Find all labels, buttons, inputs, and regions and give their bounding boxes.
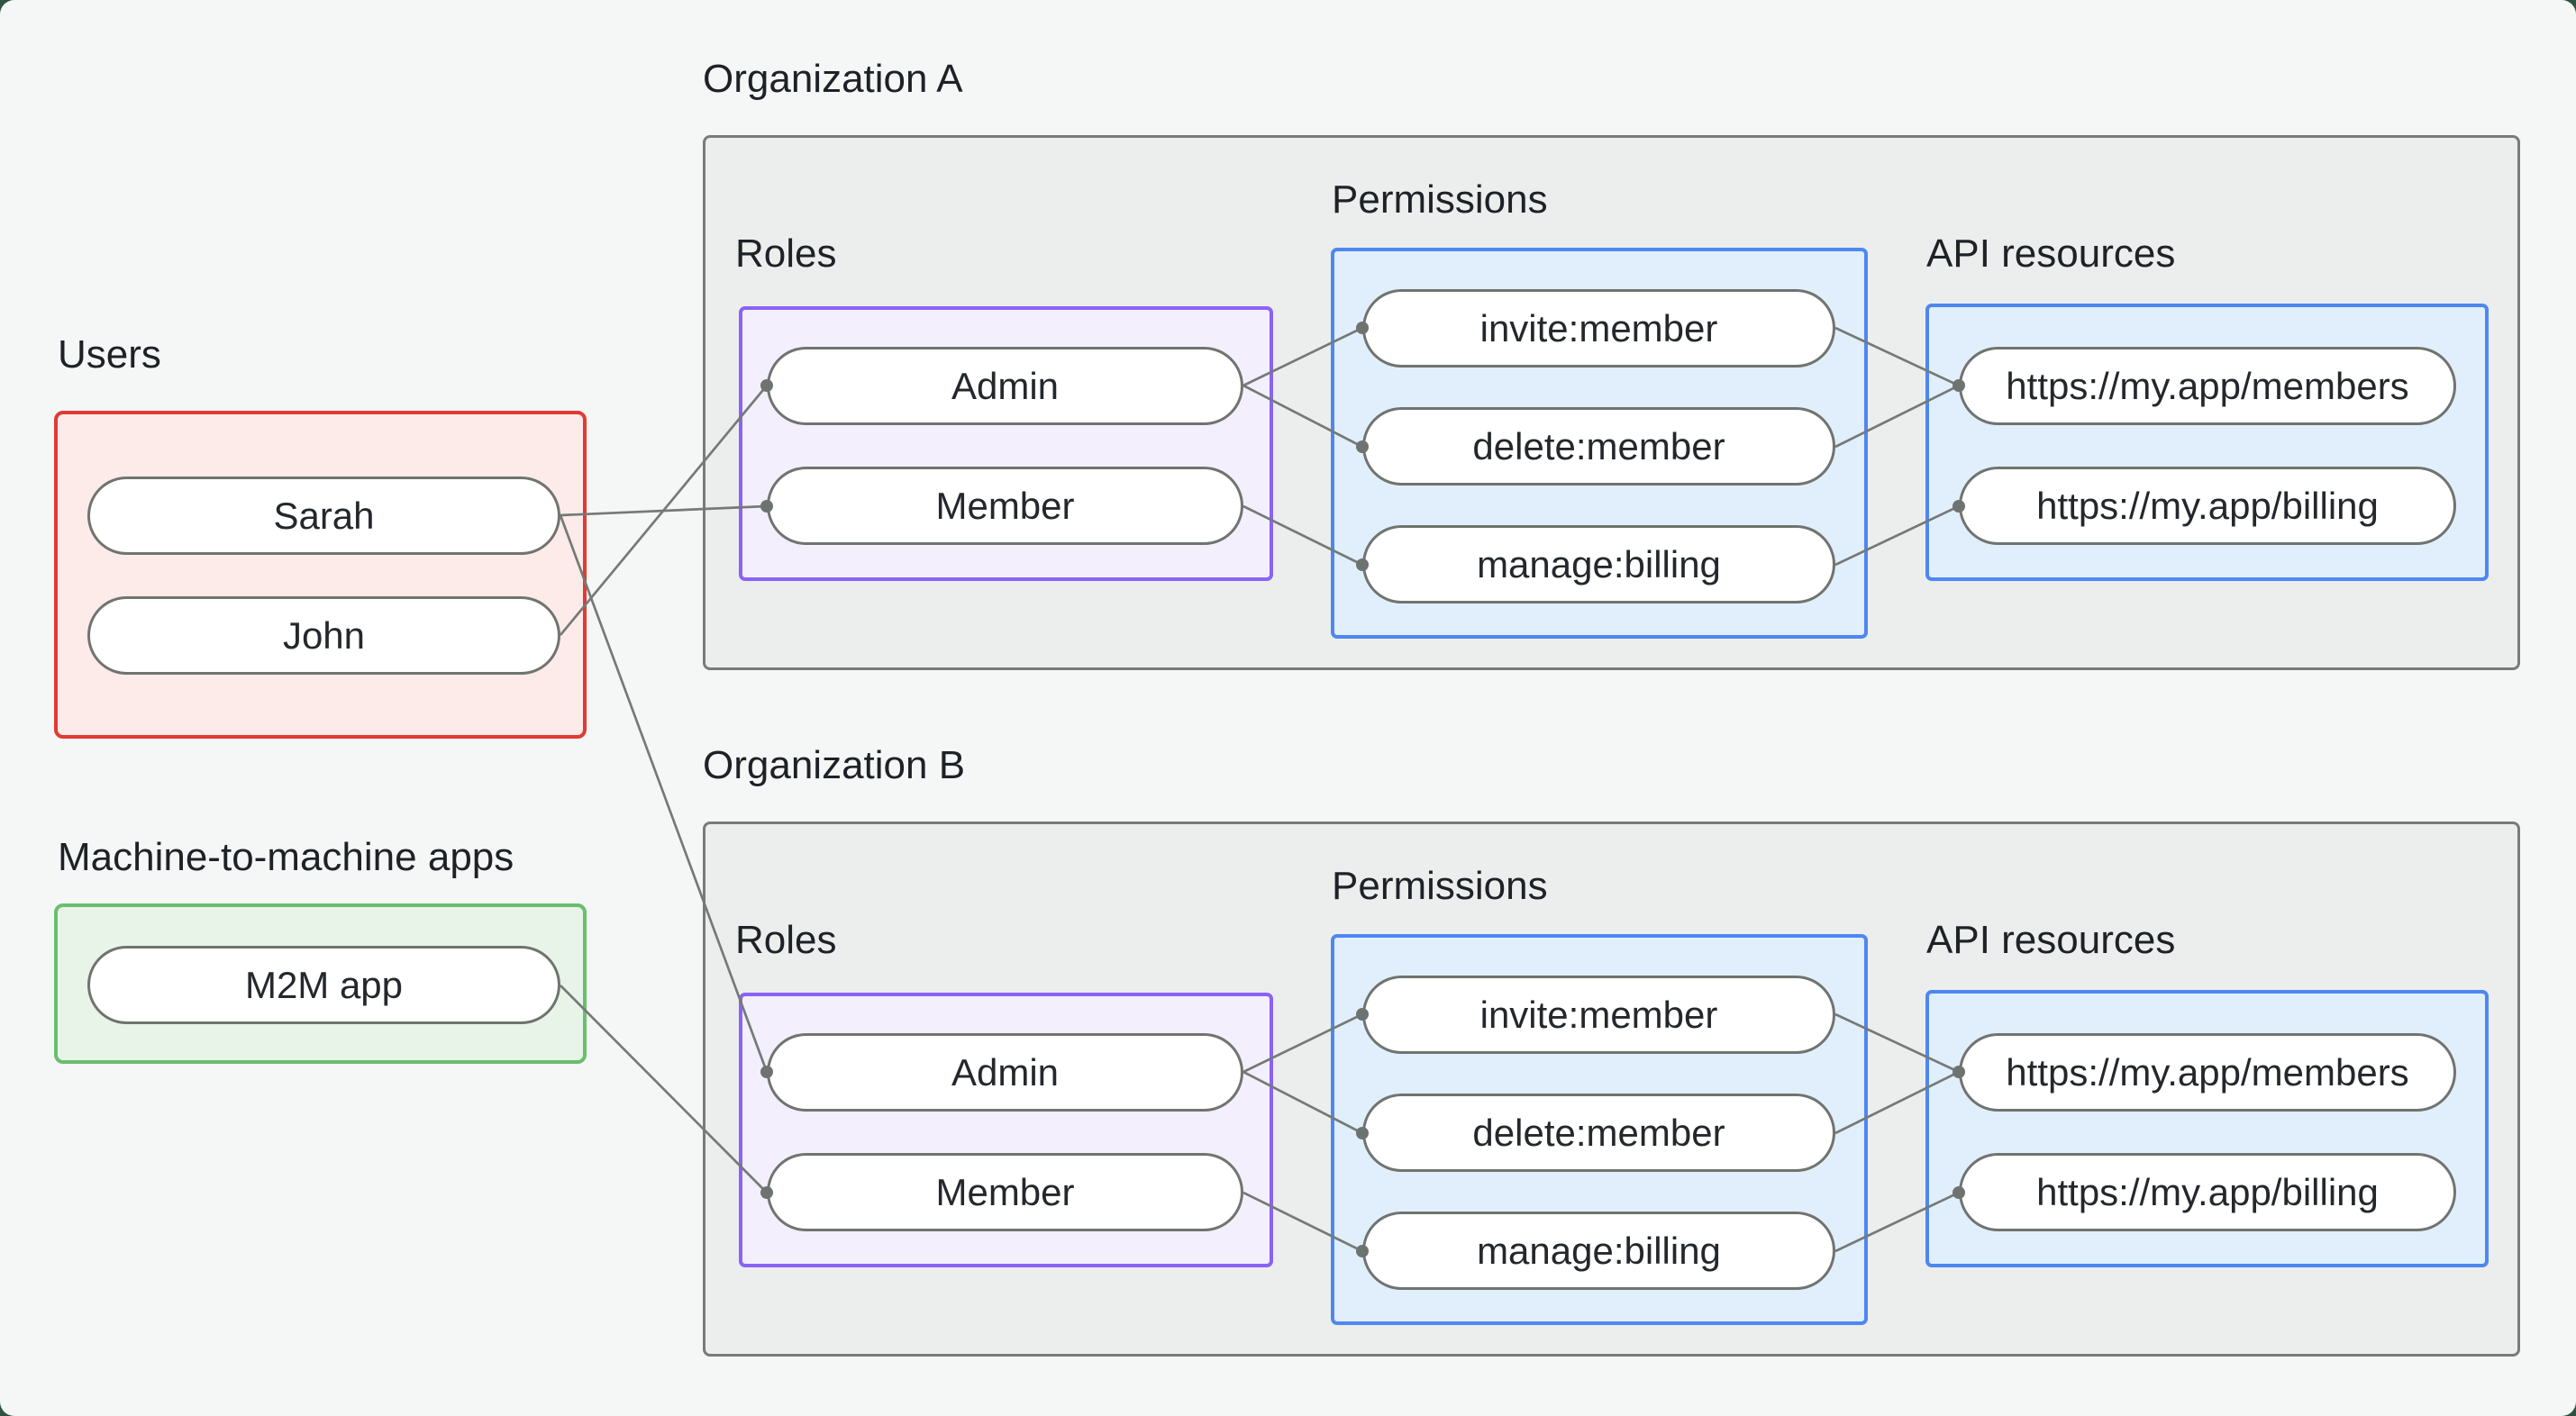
node-org-a-api-billing: https://my.app/billing <box>1959 467 2456 545</box>
organization-b-label: Organization B <box>703 743 966 787</box>
node-org-b-api-billing: https://my.app/billing <box>1959 1153 2456 1231</box>
node-org-a-perm-invite: invite:member <box>1362 289 1835 368</box>
node-org-a-perm-delete: delete:member <box>1362 407 1835 486</box>
roles-label-org-a: Roles <box>735 231 837 276</box>
roles-label-org-b: Roles <box>735 918 837 962</box>
node-org-a-api-members: https://my.app/members <box>1959 347 2456 425</box>
users-group-box <box>54 411 587 739</box>
node-org-b-api-members: https://my.app/members <box>1959 1033 2456 1112</box>
node-org-b-perm-delete: delete:member <box>1362 1094 1835 1172</box>
node-org-b-perm-invite: invite:member <box>1362 976 1835 1054</box>
users-group-label: Users <box>58 332 161 377</box>
permissions-label-org-a: Permissions <box>1332 177 1548 222</box>
node-org-b-role-member: Member <box>767 1153 1243 1231</box>
api-resources-label-org-a: API resources <box>1926 231 2176 276</box>
m2m-group-label: Machine-to-machine apps <box>58 835 514 879</box>
node-org-b-role-admin: Admin <box>767 1033 1243 1112</box>
organization-a-label: Organization A <box>703 57 963 101</box>
node-org-a-role-admin: Admin <box>767 347 1243 425</box>
api-resources-label-org-b: API resources <box>1926 918 2176 962</box>
node-org-b-perm-billing: manage:billing <box>1362 1212 1835 1290</box>
node-org-a-role-member: Member <box>767 467 1243 545</box>
permissions-label-org-b: Permissions <box>1332 864 1548 908</box>
node-org-a-perm-billing: manage:billing <box>1362 525 1835 604</box>
node-user-john: John <box>87 596 560 675</box>
node-user-sarah: Sarah <box>87 477 560 555</box>
node-m2m-app: M2M app <box>87 946 560 1024</box>
